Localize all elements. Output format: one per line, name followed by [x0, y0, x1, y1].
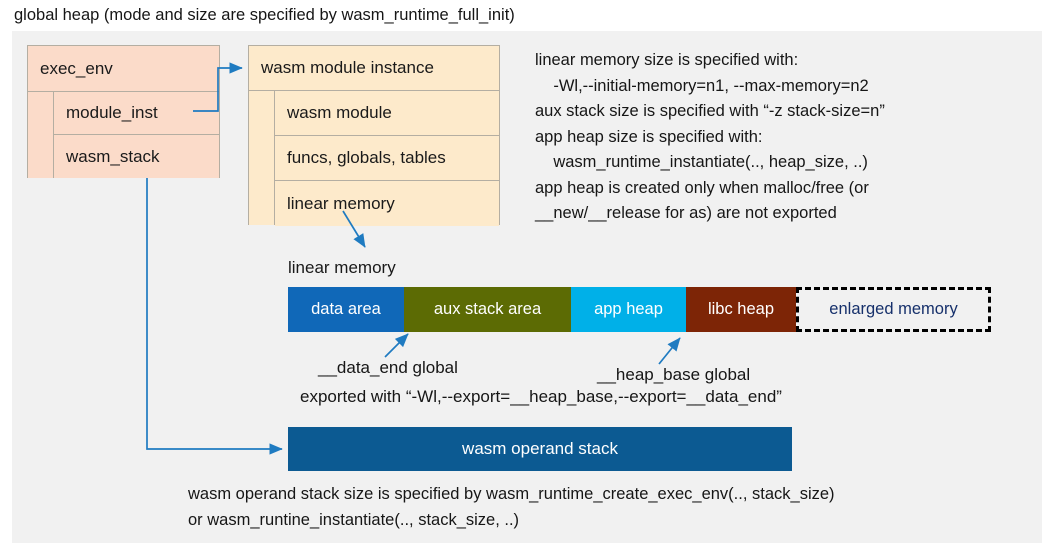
- memory-segment-libc-heap: libc heap: [686, 287, 796, 332]
- annotation-data-end: __data_end global: [318, 358, 458, 377]
- module-instance-header: wasm module instance: [249, 46, 499, 91]
- annotation-heap-base: __heap_base global: [597, 365, 751, 384]
- linear-memory-label: linear memory: [288, 258, 396, 277]
- linear-memory-note: linear memory size is specified with: -W…: [535, 51, 885, 222]
- diagram-title: global heap (mode and size are specified…: [14, 6, 515, 24]
- annotation-exported: exported with “-Wl,--export=__heap_base,…: [300, 387, 782, 406]
- exec-env-field-module-inst: module_inst: [54, 92, 219, 135]
- exec-env-header: exec_env: [28, 46, 219, 92]
- exec-env-field-wasm-stack: wasm_stack: [54, 135, 219, 178]
- wasm-module-instance-box: wasm module instance wasm module funcs, …: [248, 45, 500, 226]
- wasm-operand-stack-bar: wasm operand stack: [288, 427, 792, 471]
- module-instance-field-wasm-module: wasm module: [275, 91, 499, 136]
- exec-env-box: exec_env module_inst wasm_stack: [27, 45, 220, 178]
- operand-stack-note: wasm operand stack size is specified by …: [188, 485, 835, 529]
- memory-segment-app-heap: app heap: [571, 287, 686, 332]
- module-instance-indent-column: [249, 91, 275, 225]
- memory-segment-aux-stack-area: aux stack area: [404, 287, 571, 332]
- module-instance-field-linear-memory: linear memory: [275, 181, 499, 226]
- exec-env-indent-column: [28, 92, 54, 178]
- memory-segment-enlarged-memory: enlarged memory: [796, 287, 991, 332]
- memory-segment-data-area: data area: [288, 287, 404, 332]
- module-instance-field-funcs-globals-tables: funcs, globals, tables: [275, 136, 499, 181]
